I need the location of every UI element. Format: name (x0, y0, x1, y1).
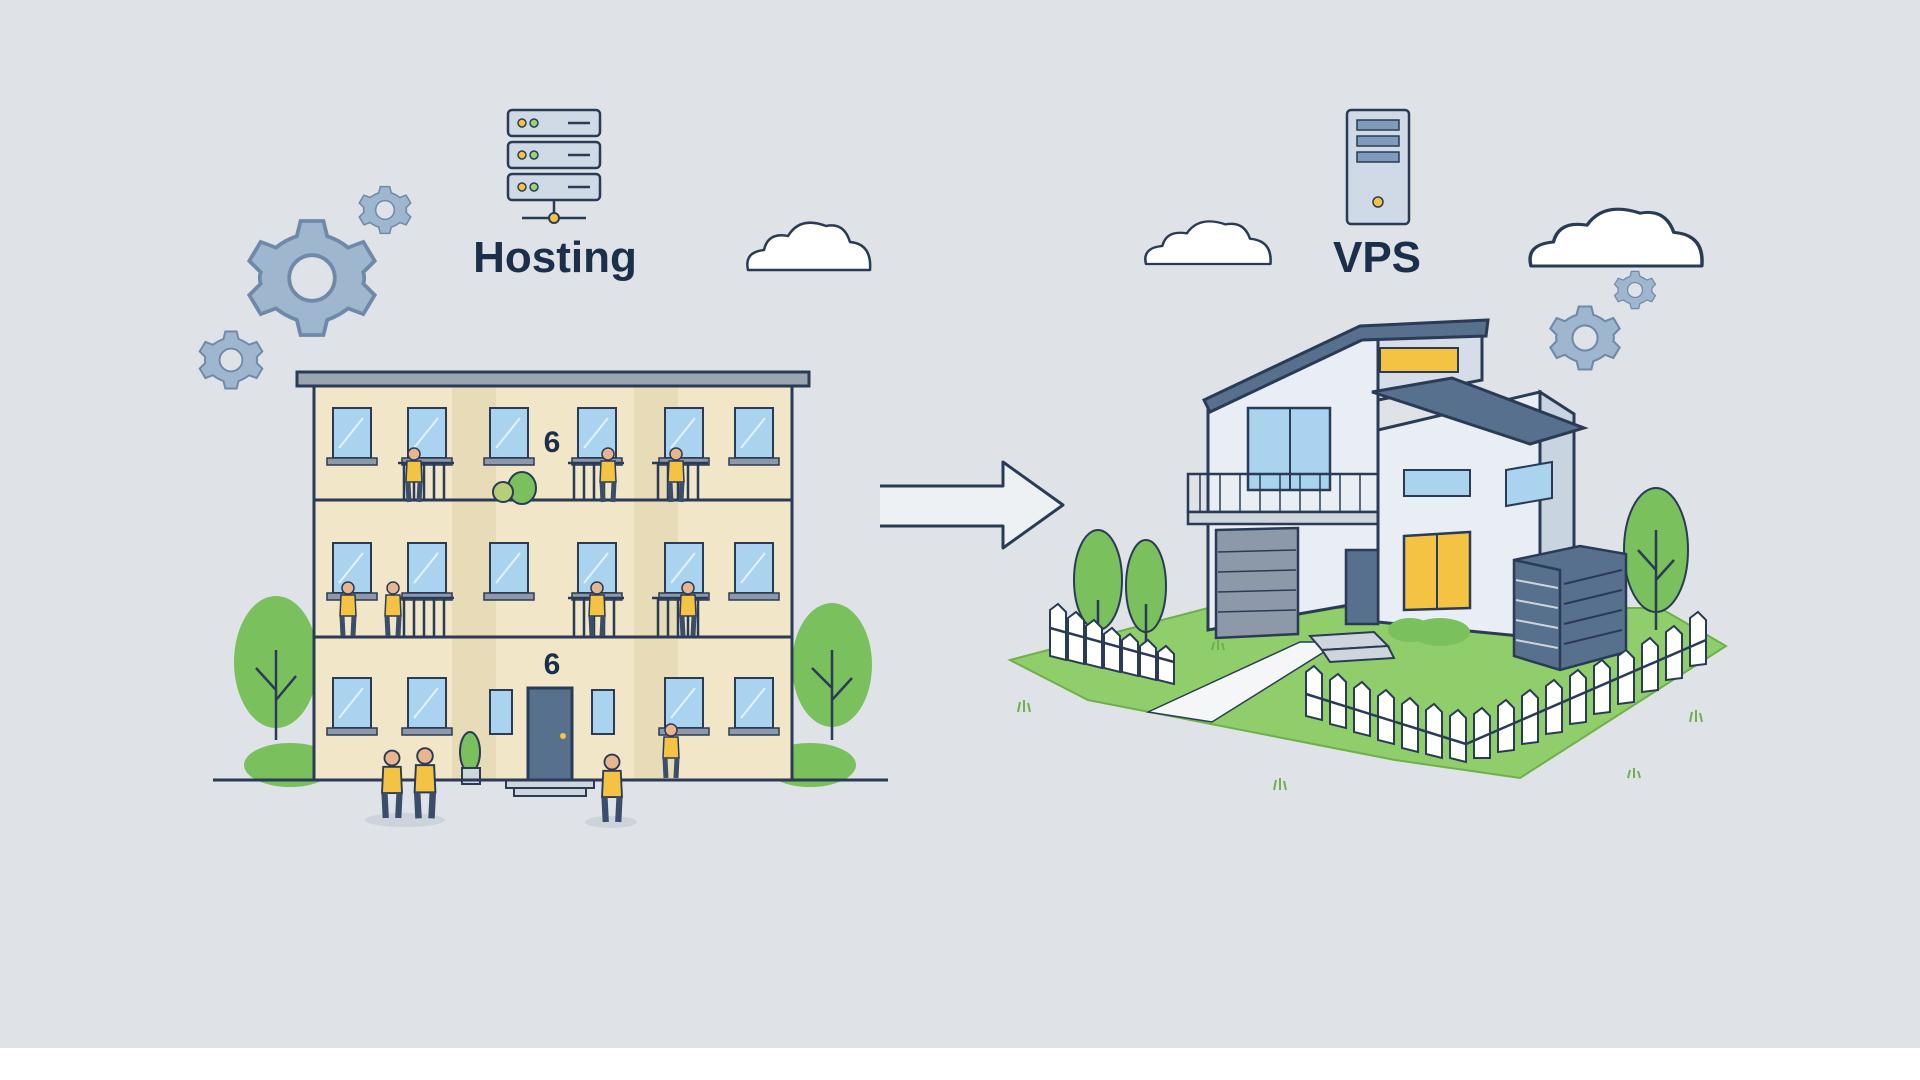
potted-plant (459, 471, 537, 785)
hosting-label: Hosting (473, 233, 637, 282)
hosting-vs-vps-illustration (198, 108, 1728, 828)
server-rack-icon (506, 108, 602, 224)
illustration-canvas: Hosting VPS 6 6 (0, 0, 1920, 1048)
window-grid (326, 407, 780, 736)
server-cabinet-icon (1512, 544, 1628, 672)
people-outside (365, 748, 637, 828)
picket-fence (1049, 602, 1707, 764)
gear-icon (1549, 270, 1657, 371)
unit-number-lower: 6 (543, 648, 561, 681)
grass-tufts (1017, 640, 1703, 791)
tree-icon (1073, 487, 1689, 652)
vps-label: VPS (1332, 233, 1422, 282)
gear-icon (198, 185, 412, 390)
unit-number-upper: 6 (543, 426, 561, 459)
arrow-right-icon (880, 460, 1065, 550)
apartment-building (295, 370, 811, 797)
tower-server-icon (1345, 108, 1411, 226)
cloud-icon (746, 221, 872, 272)
